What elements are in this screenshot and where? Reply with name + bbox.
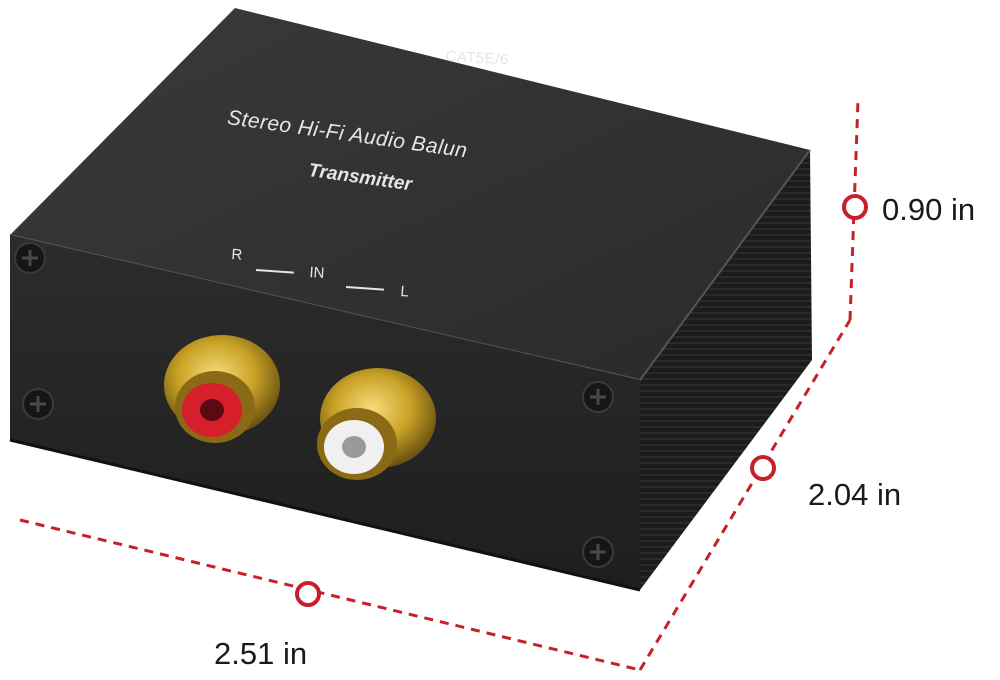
width-dimension-line	[19, 518, 641, 672]
width-dimension-label: 2.51 in	[214, 636, 308, 671]
housing-top	[10, 8, 810, 380]
width-marker	[295, 581, 321, 607]
rca-jack-red	[164, 335, 280, 443]
depth-dimension-line	[638, 319, 852, 671]
depth-marker	[750, 455, 776, 481]
screw-top-right	[582, 381, 614, 413]
print-l-label: L	[399, 283, 410, 301]
screw-bottom-right	[582, 536, 614, 568]
height-dimension-label: 0.90 in	[882, 192, 976, 227]
height-marker	[842, 194, 868, 220]
print-in-label: IN	[308, 264, 325, 283]
rca-jack-white	[317, 368, 436, 480]
height-dimension-line	[848, 99, 860, 321]
print-r-label: R	[230, 246, 243, 264]
screw-bottom-left	[22, 388, 54, 420]
screw-top-left	[14, 242, 46, 274]
print-cat-label: CAT5E/6	[445, 48, 510, 69]
housing-side	[640, 150, 812, 590]
front-panel-edge	[9, 438, 641, 592]
depth-dimension-label: 2.04 in	[808, 477, 902, 512]
